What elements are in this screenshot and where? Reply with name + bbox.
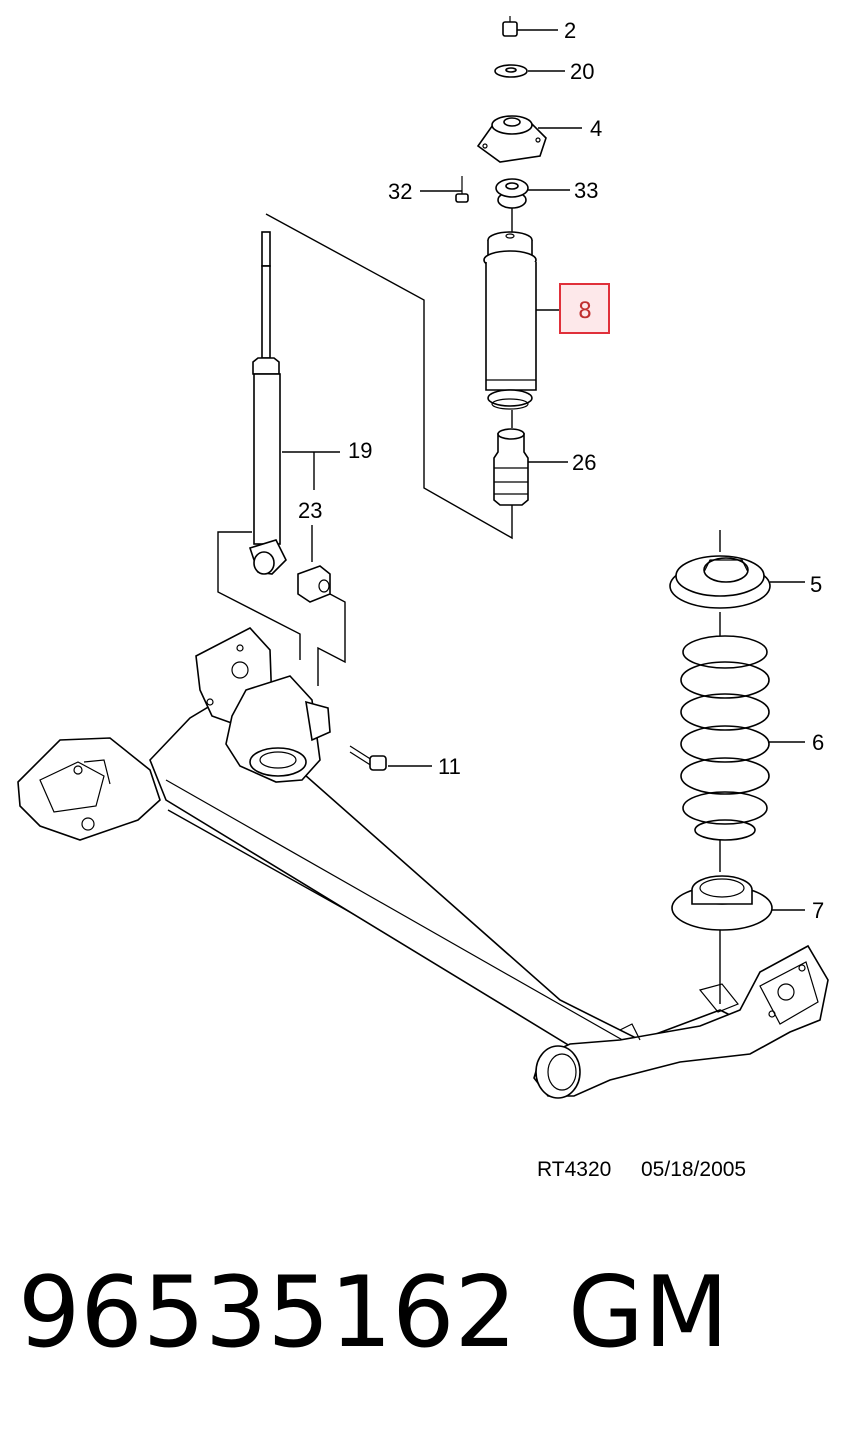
drawing-date: 05/18/2005 <box>641 1158 746 1181</box>
callout-33: 33 <box>574 178 598 203</box>
callout-4: 4 <box>590 116 602 141</box>
callout-11: 11 <box>438 754 461 779</box>
part-4-upper-mount <box>476 115 547 163</box>
rear-axle-beam <box>17 627 829 1099</box>
callout-6: 6 <box>812 730 824 755</box>
brand-label: GM <box>568 1256 729 1370</box>
part-5-spring-seat <box>669 555 771 609</box>
callout-19: 19 <box>348 438 372 463</box>
part-23-bushing <box>297 565 331 603</box>
callout-8: 8 <box>578 299 592 324</box>
callout-labels: 2 20 4 32 33 8 19 23 26 5 6 11 7 <box>298 18 824 923</box>
callout-5: 5 <box>810 572 822 597</box>
callout-32: 32 <box>388 179 412 204</box>
part-20-washer <box>494 64 528 78</box>
part-6-coil-spring <box>680 635 770 841</box>
part-7-lower-seat <box>671 875 773 931</box>
footer: 96535162 GM <box>18 1256 729 1370</box>
part-11-bolt <box>349 745 387 771</box>
callout-8-highlight-box <box>559 283 610 334</box>
callout-20: 20 <box>570 59 594 84</box>
part-8-dust-boot <box>483 231 537 410</box>
part-number: 96535162 <box>18 1256 517 1370</box>
callout-23: 23 <box>298 498 322 523</box>
part-26-bump-stop <box>493 428 529 506</box>
part-32-bolt <box>455 176 469 203</box>
callout-2: 2 <box>564 18 576 43</box>
callout-7: 7 <box>812 898 824 923</box>
drawing-stamp: RT4320 05/18/2005 <box>537 1158 746 1181</box>
callout-26: 26 <box>572 450 596 475</box>
part-33-bushing <box>495 178 529 209</box>
drawing-code: RT4320 <box>537 1158 611 1181</box>
part-19-shock-absorber <box>248 231 287 575</box>
part-2-nut <box>502 16 518 37</box>
